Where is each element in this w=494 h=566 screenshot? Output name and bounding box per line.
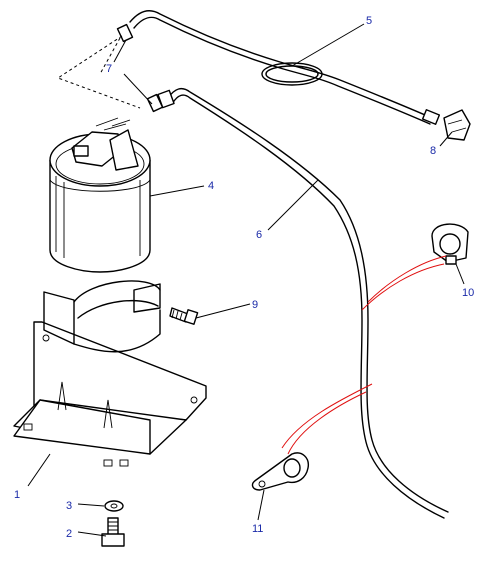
- hose-6: [157, 87, 449, 519]
- callout-10: 10: [462, 287, 474, 299]
- callout-4: 4: [208, 180, 214, 192]
- callout-7: 7: [106, 63, 112, 75]
- callout-8: 8: [430, 145, 436, 157]
- canister-4: [49, 117, 151, 273]
- bolt-2: [101, 517, 125, 547]
- washer-3: [104, 500, 124, 512]
- clip-8: [443, 109, 471, 141]
- bolt-9: [169, 307, 199, 325]
- callout-5: 5: [366, 15, 372, 27]
- p-clip-11: [251, 452, 309, 491]
- bracket-1: [13, 280, 207, 467]
- clip-10: [431, 223, 469, 265]
- callout-9: 9: [252, 299, 258, 311]
- hose-clips-7: [56, 23, 164, 113]
- hose-5: [129, 10, 441, 125]
- red-routing-lines: [281, 255, 447, 455]
- callout-11: 11: [252, 523, 263, 535]
- callout-6: 6: [256, 229, 262, 241]
- callouts: 1 2 3 4 5 6 7 8 9 10 11: [14, 15, 474, 540]
- leader-lines: [27, 23, 465, 537]
- callout-3: 3: [66, 500, 72, 512]
- callout-2: 2: [66, 528, 72, 540]
- callout-1: 1: [14, 489, 20, 501]
